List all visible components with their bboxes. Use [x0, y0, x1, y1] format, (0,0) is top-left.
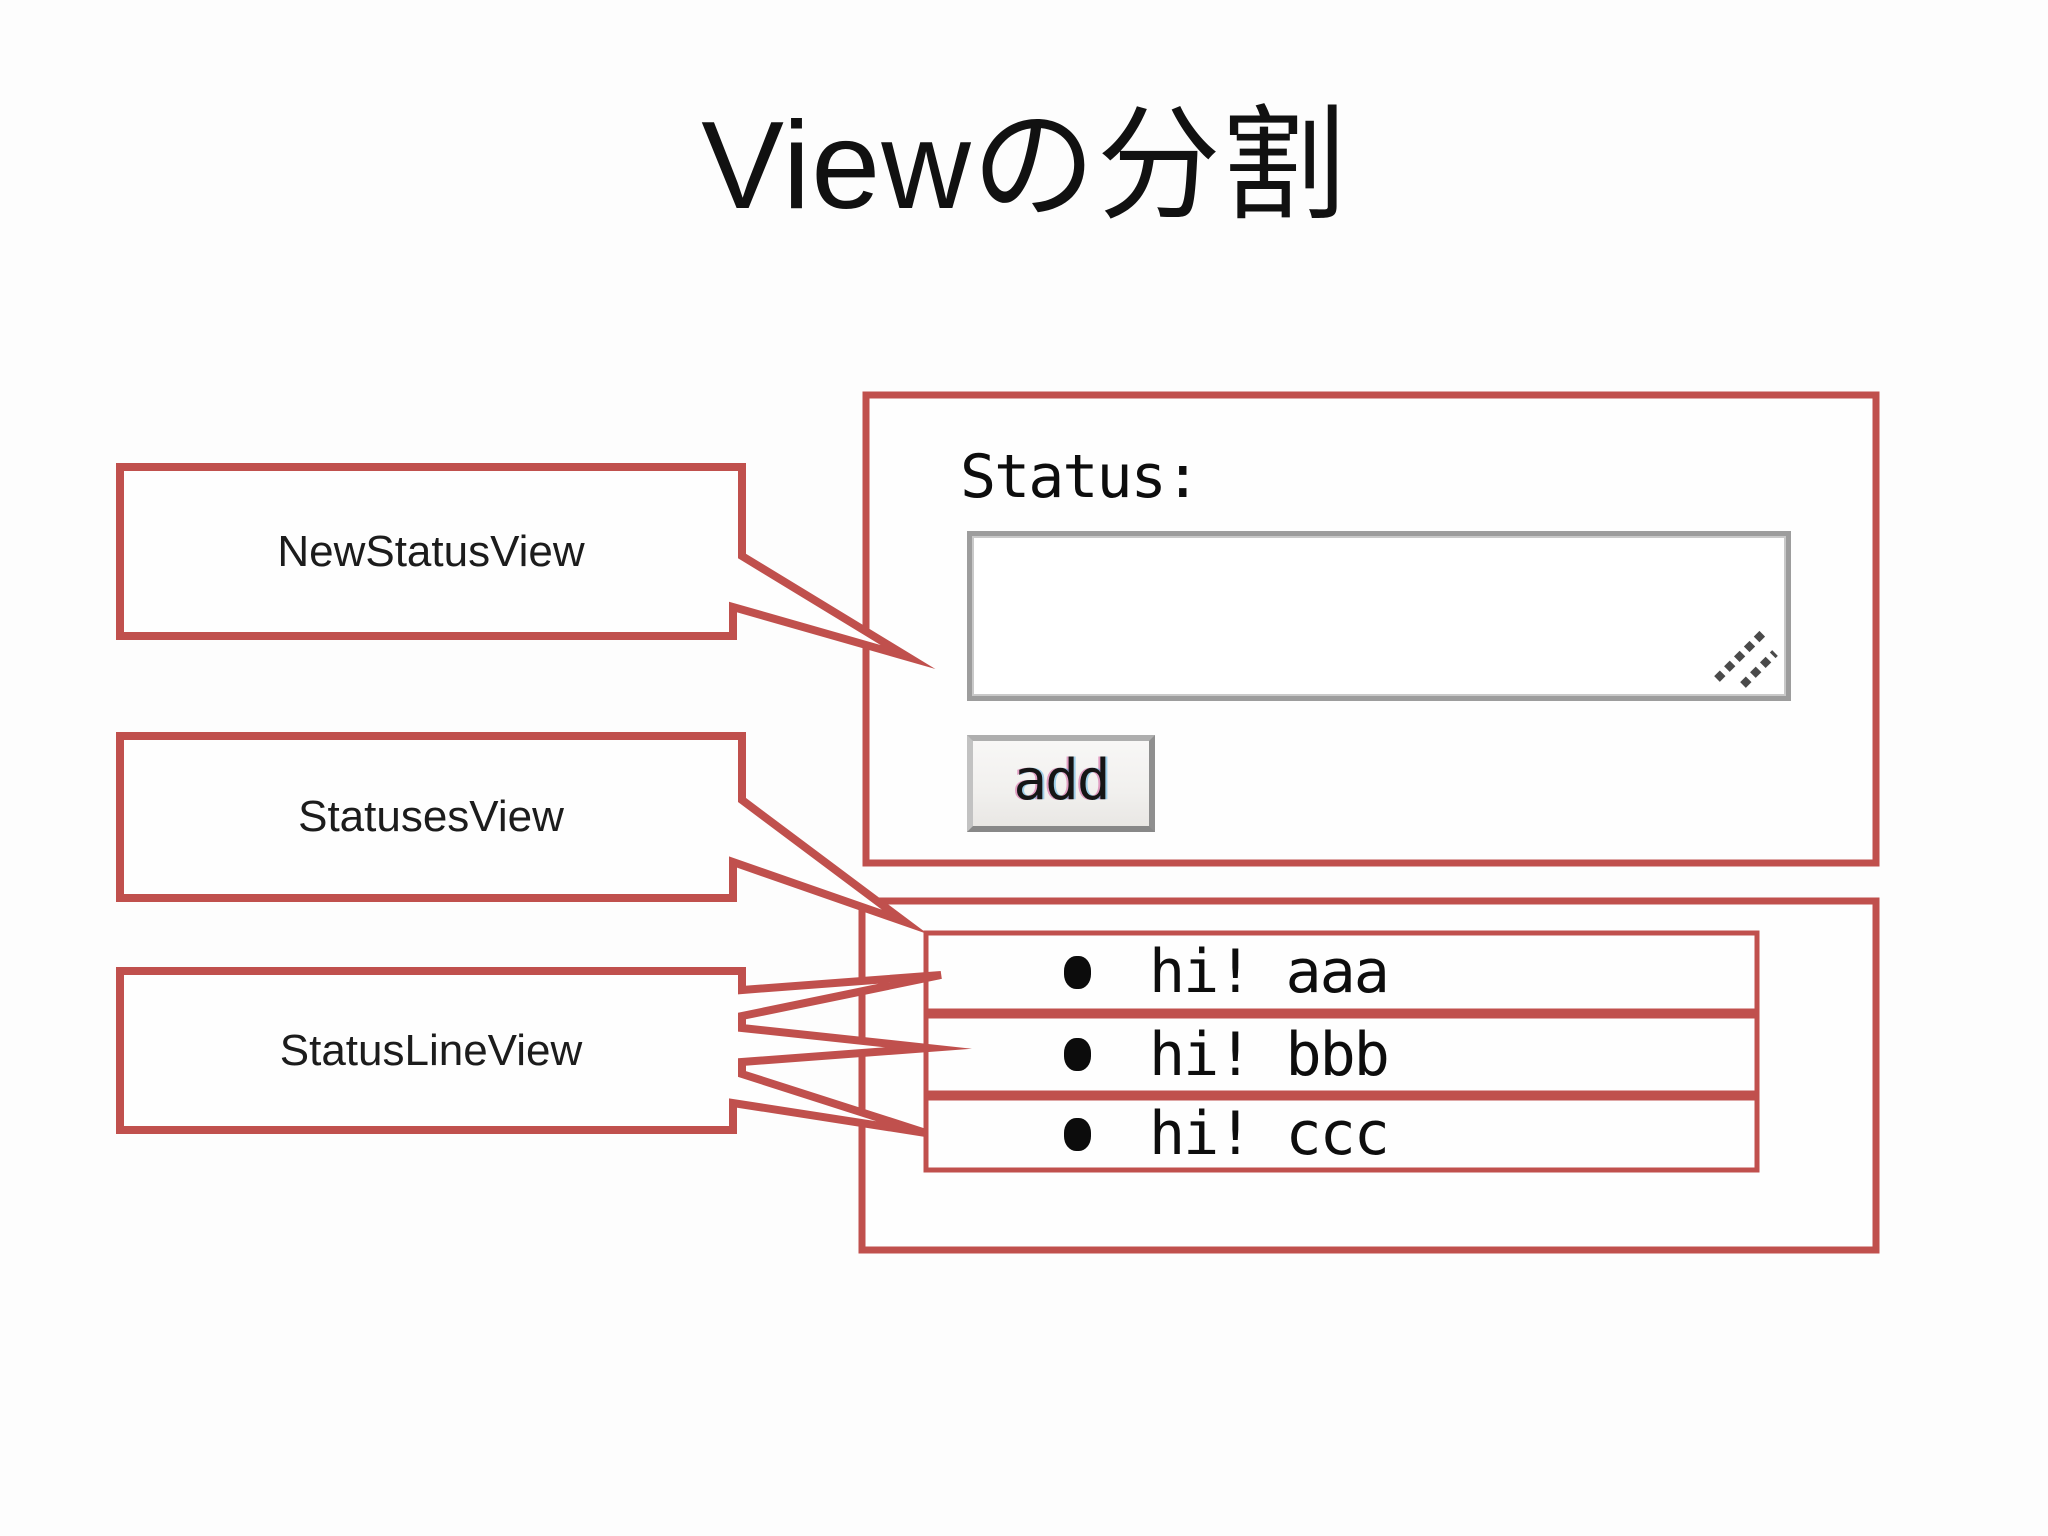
- status-field-label: Status:: [960, 442, 1201, 512]
- callout-label-newstatusview: NewStatusView: [277, 526, 585, 576]
- status-line-text: hi! bbb: [1149, 1019, 1390, 1090]
- callout-label-statusesview: StatusesView: [298, 792, 564, 841]
- callout-statuslineview-shape: [116, 967, 972, 1137]
- callout-newstatusview-shape: [116, 463, 936, 669]
- bullet-icon: [1064, 1117, 1091, 1151]
- status-line-item: hi! bbb: [926, 1016, 1757, 1093]
- add-button[interactable]: add: [967, 735, 1155, 832]
- status-line-text: hi! ccc: [1149, 1099, 1390, 1169]
- status-line-item: hi! ccc: [926, 1098, 1757, 1170]
- status-textarea-wrap: [967, 531, 1791, 701]
- bullet-icon: [1064, 1038, 1091, 1071]
- callout-label-statuslineview: StatusLineView: [279, 1025, 583, 1075]
- bullet-icon: [1064, 955, 1091, 989]
- page-title: Viewの分割: [701, 97, 1347, 235]
- status-textarea[interactable]: [967, 531, 1791, 701]
- status-line-item: hi! aaa: [926, 933, 1757, 1011]
- status-line-text: hi! aaa: [1149, 937, 1390, 1007]
- callout-statusesview-shape: [116, 732, 929, 935]
